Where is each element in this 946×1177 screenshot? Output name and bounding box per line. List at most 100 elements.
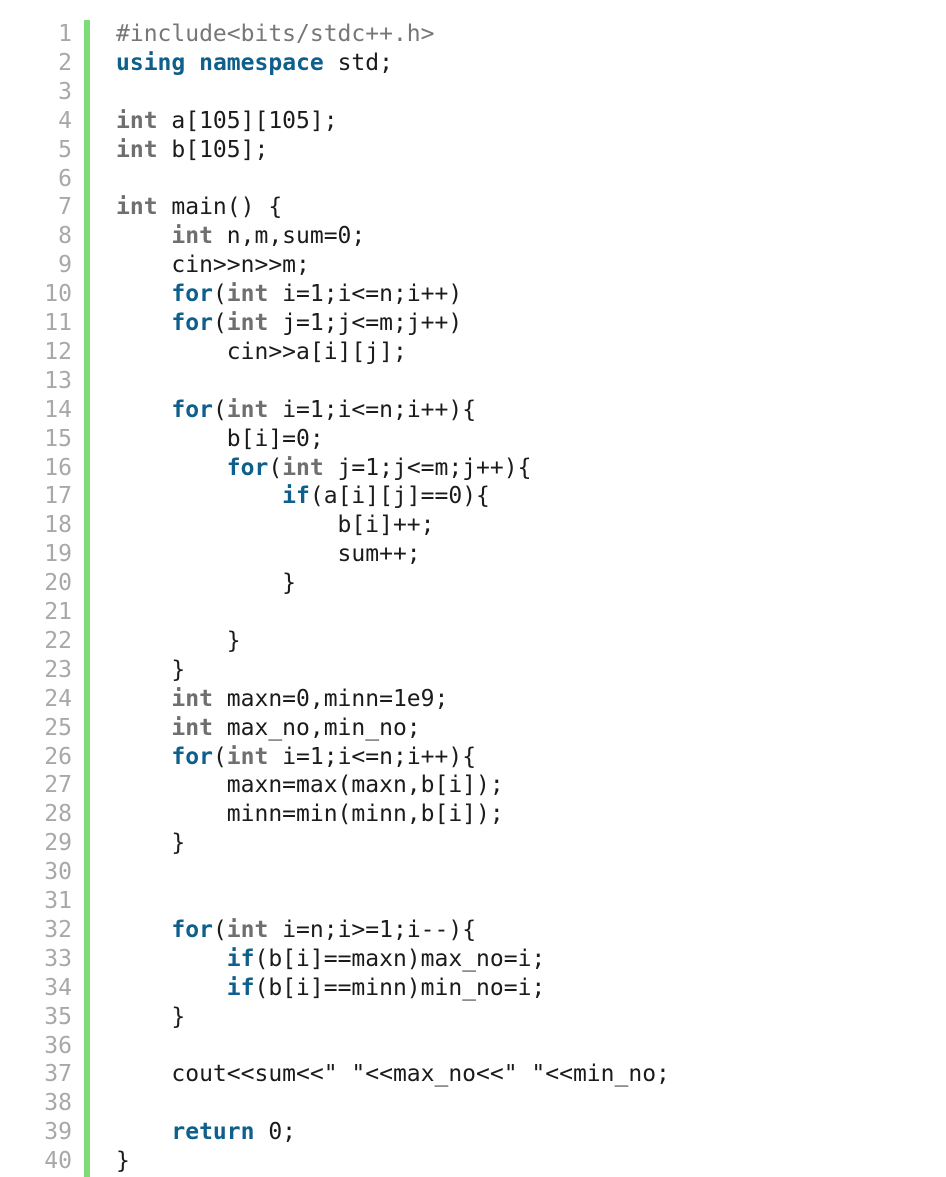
code-line[interactable]: 6 [0,165,946,194]
code-token-plain: } [116,627,241,654]
code-line[interactable]: 30 [0,858,946,887]
code-token-plain: max_no,min_no; [212,714,421,741]
code-text: b[i]=0; [116,425,324,454]
code-token-plain: ( [212,743,227,770]
code-line[interactable]: 37 cout<<sum<<" "<<max_no<<" "<<min_no; [0,1060,946,1089]
code-text: int n,m,sum=0; [116,222,365,251]
code-line[interactable]: 19 sum++; [0,540,946,569]
code-line[interactable]: 29 } [0,829,946,858]
code-line[interactable]: 7 int main() { [0,193,946,222]
code-line[interactable]: 11 for(int j=1;j<=m;j++) [0,309,946,338]
code-line[interactable]: 39 return 0; [0,1118,946,1147]
code-line[interactable]: 28 minn=min(minn,b[i]); [0,800,946,829]
line-number: 36 [44,1032,72,1059]
code-line[interactable]: 34 if(b[i]==minn)min_no=i; [0,974,946,1003]
code-token-plain: sum++; [116,541,421,568]
code-line[interactable]: 36 [0,1032,946,1061]
code-token-plain: } [116,1148,130,1175]
line-number: 9 [58,252,72,279]
code-token-plain [116,1119,171,1145]
code-line[interactable]: 16 for(int j=1;j<=m;j++){ [0,454,946,483]
code-line[interactable]: 21 [0,598,946,627]
line-number: 19 [44,541,72,568]
code-text: sum++; [116,540,421,569]
code-text: cin>>n>>m; [116,251,310,280]
code-text: for(int i=1;i<=n;i++){ [116,396,476,425]
code-line[interactable]: 32 for(int i=n;i>=1;i--){ [0,916,946,945]
line-number: 29 [44,830,72,857]
code-line[interactable]: 3 [0,78,946,107]
code-token-plain [185,50,199,76]
code-line[interactable]: 8 int n,m,sum=0; [0,222,946,251]
code-token-plain: ( [212,396,227,423]
code-text: } [116,1147,130,1176]
code-line[interactable]: 26 for(int i=1;i<=n;i++){ [0,743,946,772]
code-line[interactable]: 33 if(b[i]==maxn)max_no=i; [0,945,946,974]
code-line[interactable]: 4 int a[105][105]; [0,107,946,136]
line-number: 30 [44,859,72,886]
code-line[interactable]: 17 if(a[i][j]==0){ [0,482,946,511]
code-text: if(b[i]==maxn)max_no=i; [116,945,546,974]
line-number: 25 [44,714,72,741]
code-token-pre: #include<bits/stdc++.h> [116,21,435,47]
code-line[interactable]: 10 for(int i=1;i<=n;i++) [0,280,946,309]
code-line[interactable]: 18 b[i]++; [0,511,946,540]
code-text: maxn=max(maxn,b[i]); [116,771,504,800]
code-line[interactable]: 40} [0,1147,946,1176]
code-line[interactable]: 14 for(int i=1;i<=n;i++){ [0,396,946,425]
code-line[interactable]: 31 [0,887,946,916]
line-number: 22 [44,627,72,654]
code-token-plain [116,455,227,481]
code-token-plain: i=1;i<=n;i++) [268,281,463,308]
code-line[interactable]: 12 cin>>a[i][j]; [0,338,946,367]
code-text: } [116,1003,185,1032]
code-token-plain: minn=min(minn,b[i]); [116,801,504,828]
code-token-plain: i=1;i<=n;i++){ [268,743,477,770]
code-token-plain: maxn=max(maxn,b[i]); [116,772,504,799]
code-token-type: int [116,194,158,221]
code-token-kw: for [171,396,213,423]
code-text: if(a[i][j]==0){ [116,482,490,511]
code-line[interactable]: 20 } [0,569,946,598]
code-line[interactable]: 13 [0,367,946,396]
code-token-type: int [171,223,213,250]
code-token-plain: b[i]=0; [116,425,324,452]
line-number: 1 [58,21,72,47]
code-token-kw: namespace [199,49,324,76]
code-line[interactable]: 9 cin>>n>>m; [0,251,946,280]
code-line[interactable]: 23 } [0,656,946,685]
code-line[interactable]: 1 #include<bits/stdc++.h> [0,20,946,49]
line-number: 3 [58,78,72,105]
code-token-type: int [226,310,269,336]
line-number: 13 [44,367,72,394]
line-number: 32 [44,916,72,943]
code-line[interactable]: 15 b[i]=0; [0,425,946,454]
code-line[interactable]: 25 int max_no,min_no; [0,714,946,743]
code-token-plain: j=1;j<=m;j++) [268,310,463,336]
code-line[interactable]: 24 int maxn=0,minn=1e9; [0,685,946,714]
code-text: int a[105][105]; [116,107,338,136]
code-token-type: int [226,916,269,943]
code-line[interactable]: 27 maxn=max(maxn,b[i]); [0,771,946,800]
line-number: 2 [58,49,72,76]
code-token-kw: for [171,743,213,770]
code-text: int main() { [116,193,282,222]
line-number: 7 [58,194,72,221]
line-number: 14 [44,396,72,423]
code-line[interactable]: 35 } [0,1003,946,1032]
line-number: 4 [58,107,72,134]
code-text: } [116,656,185,685]
code-token-plain: } [116,1003,186,1030]
line-number: 20 [44,570,72,597]
code-token-kw: for [171,281,213,308]
code-token-kw: for [171,916,213,943]
code-token-plain: main() { [157,194,283,221]
code-line[interactable]: 38 [0,1089,946,1118]
gutter-accent-bar [84,20,90,1177]
code-token-plain: a[105][105]; [157,107,338,134]
code-token-plain: maxn=0,minn=1e9; [212,685,449,712]
code-line[interactable]: 22 } [0,627,946,656]
